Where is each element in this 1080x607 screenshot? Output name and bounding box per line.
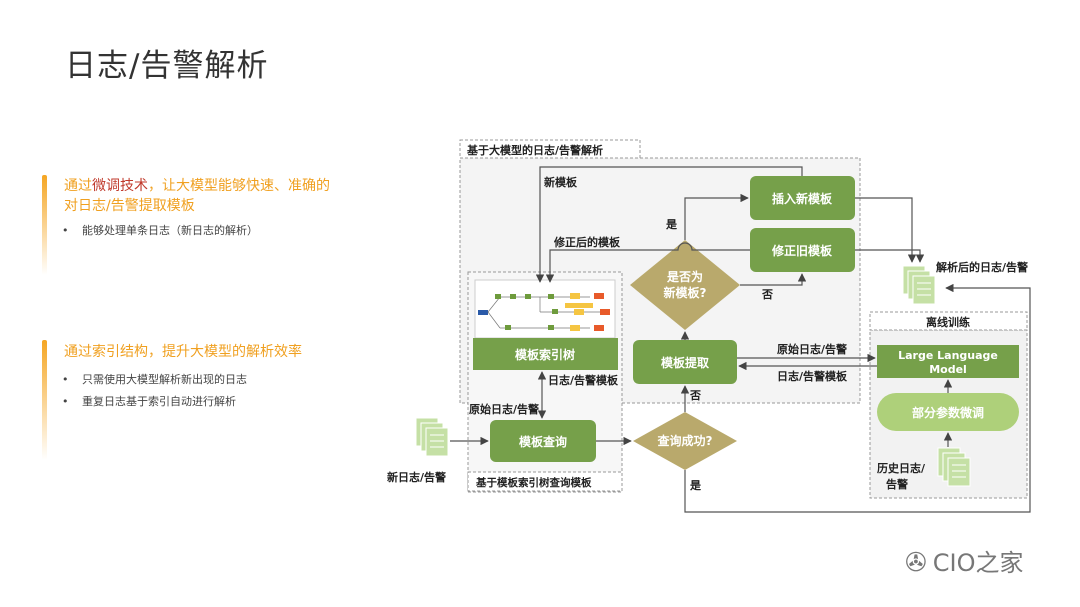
label-yes-bottom: 是 (689, 479, 702, 492)
accent-bar-1 (42, 175, 47, 275)
label-fixed-template: 修正后的模板 (553, 235, 621, 249)
label-no-bottom: 否 (689, 389, 701, 402)
query-template-node (490, 420, 596, 462)
index-label-box (467, 471, 623, 492)
offline-label-box (869, 311, 1028, 331)
watermark: ✇CIO之家 (905, 548, 1024, 578)
label-no-mid: 否 (761, 288, 773, 301)
label-new-logs: 新日志/告警 (387, 470, 446, 484)
is-new-label-2: 新模板? (664, 285, 707, 300)
is-new-label-1: 是否为 (666, 269, 703, 284)
query-template-label: 模板查询 (519, 434, 567, 449)
wechat-icon: ✇ (905, 548, 927, 578)
insert-template-node (750, 176, 855, 220)
extract-template-label: 模板提取 (661, 355, 709, 370)
parsed-logs-doc-icon (902, 265, 936, 305)
llm-node (877, 345, 1019, 378)
diagram-arrows (450, 166, 1031, 513)
page-title: 日志/告警解析 (65, 48, 269, 84)
label-parsed-logs: 解析后的日志/告警 (936, 260, 1028, 274)
llm-label-1: Large Language (898, 349, 998, 362)
tree-thumbnail (474, 279, 616, 339)
label-new-template: 新模板 (544, 175, 578, 189)
label-history-2: 告警 (886, 477, 908, 491)
point-1-heading: 通过微调技术，让大模型能够快速、准确的 对日志/告警提取模板 (64, 178, 330, 214)
accent-bar-2 (42, 340, 47, 460)
label-history-1: 历史日志/ (877, 461, 926, 475)
extract-template-node (633, 340, 737, 384)
label-raw-log: 原始日志/告警 (777, 342, 847, 356)
finetune-label: 部分参数微调 (912, 405, 984, 420)
llm-label-2: Model (929, 363, 967, 376)
outer-label: 基于大模型的日志/告警解析 (466, 143, 603, 157)
index-label: 基于模板索引树查询模板 (475, 476, 592, 489)
offline-label: 离线训练 (926, 315, 970, 329)
fix-template-node (750, 228, 855, 272)
index-tree-node (473, 338, 618, 370)
new-logs-doc-icon (415, 417, 449, 457)
outer-label-tab (459, 139, 641, 159)
point-2-heading: 通过索引结构，提升大模型的解析效率 (64, 344, 302, 360)
finetune-node (877, 393, 1019, 431)
label-yes-top: 是 (665, 218, 678, 231)
point-2-bullet-1: •只需使用大模型解析新出现的日志 (62, 373, 247, 386)
fix-template-label: 修正旧模板 (771, 243, 833, 258)
point-1-bullet: •能够处理单条日志（新日志的解析） (62, 224, 258, 237)
point-2-bullet-2: •重复日志基于索引自动进行解析 (62, 395, 236, 408)
insert-template-label: 插入新模板 (772, 191, 833, 206)
index-tree-label: 模板索引树 (515, 347, 575, 362)
history-logs-doc-icon (937, 447, 971, 487)
query-success-label: 查询成功? (657, 433, 713, 448)
query-success-decision (633, 412, 737, 470)
is-new-template-decision (630, 240, 740, 330)
label-raw-log-left: 原始日志/告警 (469, 402, 539, 416)
label-log-template: 日志/告警模板 (777, 369, 848, 383)
label-template-left: 日志/告警模板 (548, 373, 619, 387)
